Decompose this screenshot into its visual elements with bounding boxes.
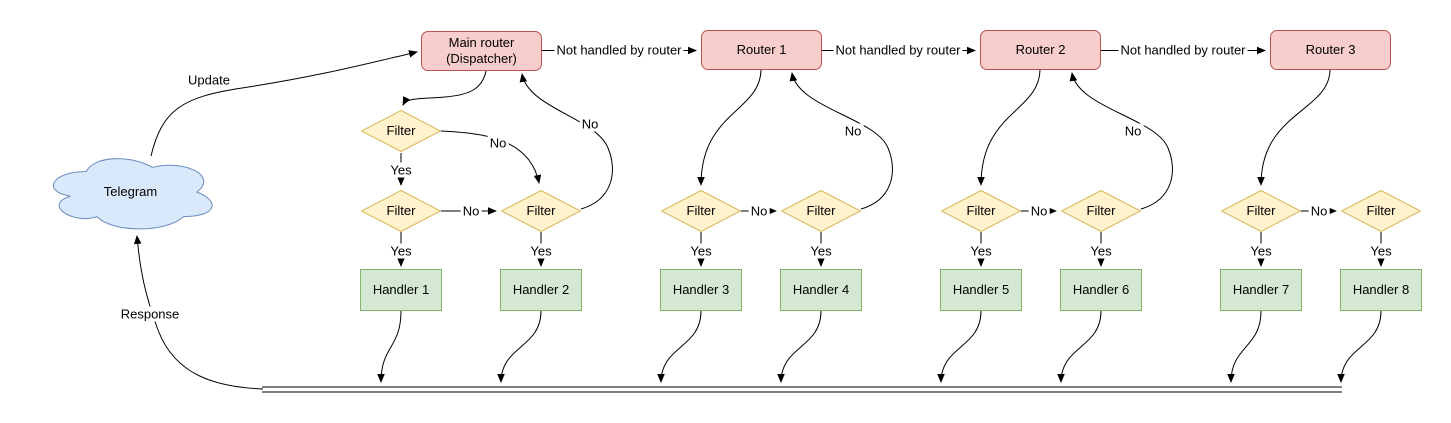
edge-label-no: No: [1122, 123, 1144, 139]
filter-label: Filter: [526, 202, 556, 218]
response-bus-line: [262, 386, 1342, 393]
edge-label-no: No: [1308, 203, 1330, 219]
diamond-shape: [1221, 190, 1301, 232]
edge-label-yes: Yes: [688, 243, 714, 259]
handler-1-node: Handler 1: [360, 269, 442, 311]
filter-node-7: Filter: [1221, 190, 1301, 232]
diamond-shape: [1341, 190, 1421, 232]
filter-node-5: Filter: [941, 190, 1021, 232]
edge-r2-to-filter: [977, 69, 1041, 186]
edge-h1-out: [377, 310, 402, 383]
edge-label-no: No: [1028, 203, 1050, 219]
filter-label: Filter: [386, 202, 416, 218]
filter-node-4: Filter: [781, 190, 861, 232]
filter-node-main-top: Filter: [361, 110, 441, 152]
edge-label-yes: Yes: [1088, 243, 1114, 259]
main-router-line1: Main router: [448, 34, 515, 50]
edge-label-yes: Yes: [808, 243, 834, 259]
edge-label-update: Update: [186, 72, 232, 88]
edge-r3-to-filter: [1257, 69, 1331, 186]
router-1-label: Router 1: [736, 41, 787, 57]
filter-node-6: Filter: [1061, 190, 1141, 232]
edge-h5-out: [937, 310, 982, 383]
diamond-shape: [361, 110, 441, 152]
cloud-shape-icon: [53, 158, 213, 230]
edge-h3-out: [657, 310, 702, 383]
edge-h6-out: [1057, 310, 1102, 383]
handler-6-node: Handler 6: [1060, 269, 1142, 311]
filter-node-2: Filter: [501, 190, 581, 232]
handler-3-label: Handler 3: [672, 281, 730, 297]
filter-label: Filter: [806, 202, 836, 218]
diamond-shape: [941, 190, 1021, 232]
filter-node-3: Filter: [661, 190, 741, 232]
telegram-label: Telegram: [103, 183, 158, 199]
handler-4-node: Handler 4: [780, 269, 862, 311]
edge-label-no: No: [460, 203, 482, 219]
handler-6-label: Handler 6: [1072, 281, 1130, 297]
edge-main-return-no: [519, 73, 613, 210]
filter-label: Filter: [1246, 202, 1276, 218]
handler-2-label: Handler 2: [512, 281, 570, 297]
router-3-node: Router 3: [1270, 30, 1391, 70]
edge-h4-out: [777, 310, 822, 383]
edge-label-not-handled-3: Not handled by router: [1118, 42, 1248, 58]
filter-label: Filter: [686, 202, 716, 218]
edge-r2-return-no: [1069, 72, 1173, 210]
edge-label-not-handled-2: Not handled by router: [833, 42, 963, 58]
handler-7-label: Handler 7: [1232, 281, 1290, 297]
filter-node-8: Filter: [1341, 190, 1421, 232]
telegram-cloud-node: Telegram: [42, 151, 219, 233]
edge-h8-out: [1337, 310, 1382, 383]
handler-5-label: Handler 5: [952, 281, 1010, 297]
handler-2-node: Handler 2: [500, 269, 582, 311]
diamond-shape: [1061, 190, 1141, 232]
main-router-node: Main router (Dispatcher): [421, 31, 542, 71]
edge-h2-out: [497, 310, 542, 383]
edge-label-not-handled-1: Not handled by router: [554, 42, 684, 58]
edge-label-response: Response: [118, 306, 182, 322]
edge-r1-return-no: [789, 72, 893, 210]
edge-label-no: No: [842, 123, 864, 139]
edge-label-yes: Yes: [1248, 243, 1274, 259]
diamond-shape: [661, 190, 741, 232]
handler-8-label: Handler 8: [1352, 281, 1410, 297]
diamond-shape: [781, 190, 861, 232]
handler-5-node: Handler 5: [940, 269, 1022, 311]
handler-7-node: Handler 7: [1220, 269, 1302, 311]
edge-label-yes: Yes: [1368, 243, 1394, 259]
router-1-node: Router 1: [701, 30, 822, 70]
filter-label: Filter: [1366, 202, 1396, 218]
edge-label-yes: Yes: [528, 243, 554, 259]
diamond-shape: [501, 190, 581, 232]
router-3-label: Router 3: [1305, 41, 1356, 57]
edge-h7-out: [1227, 310, 1262, 383]
router-2-node: Router 2: [980, 30, 1101, 70]
filter-node-1: Filter: [361, 190, 441, 232]
handler-8-node: Handler 8: [1340, 269, 1422, 311]
filter-label: Filter: [1086, 202, 1116, 218]
edge-label-no: No: [487, 135, 509, 151]
router-2-label: Router 2: [1015, 41, 1066, 57]
edge-r1-to-filter: [697, 69, 762, 186]
handler-3-node: Handler 3: [660, 269, 742, 311]
edge-update: [150, 50, 418, 157]
diamond-shape: [361, 190, 441, 232]
edge-label-yes: Yes: [968, 243, 994, 259]
edge-label-yes: Yes: [388, 243, 414, 259]
edge-main-to-filter: [402, 70, 487, 106]
filter-label: Filter: [386, 122, 416, 138]
handler-1-label: Handler 1: [372, 281, 430, 297]
filter-label: Filter: [966, 202, 996, 218]
main-router-line2: (Dispatcher): [446, 51, 517, 66]
edge-label-no: No: [748, 203, 770, 219]
edge-response: [133, 235, 264, 390]
main-router-label: Main router (Dispatcher): [446, 35, 517, 68]
edge-label-no: No: [579, 116, 601, 132]
edge-label-yes: Yes: [388, 162, 414, 178]
handler-4-label: Handler 4: [792, 281, 850, 297]
